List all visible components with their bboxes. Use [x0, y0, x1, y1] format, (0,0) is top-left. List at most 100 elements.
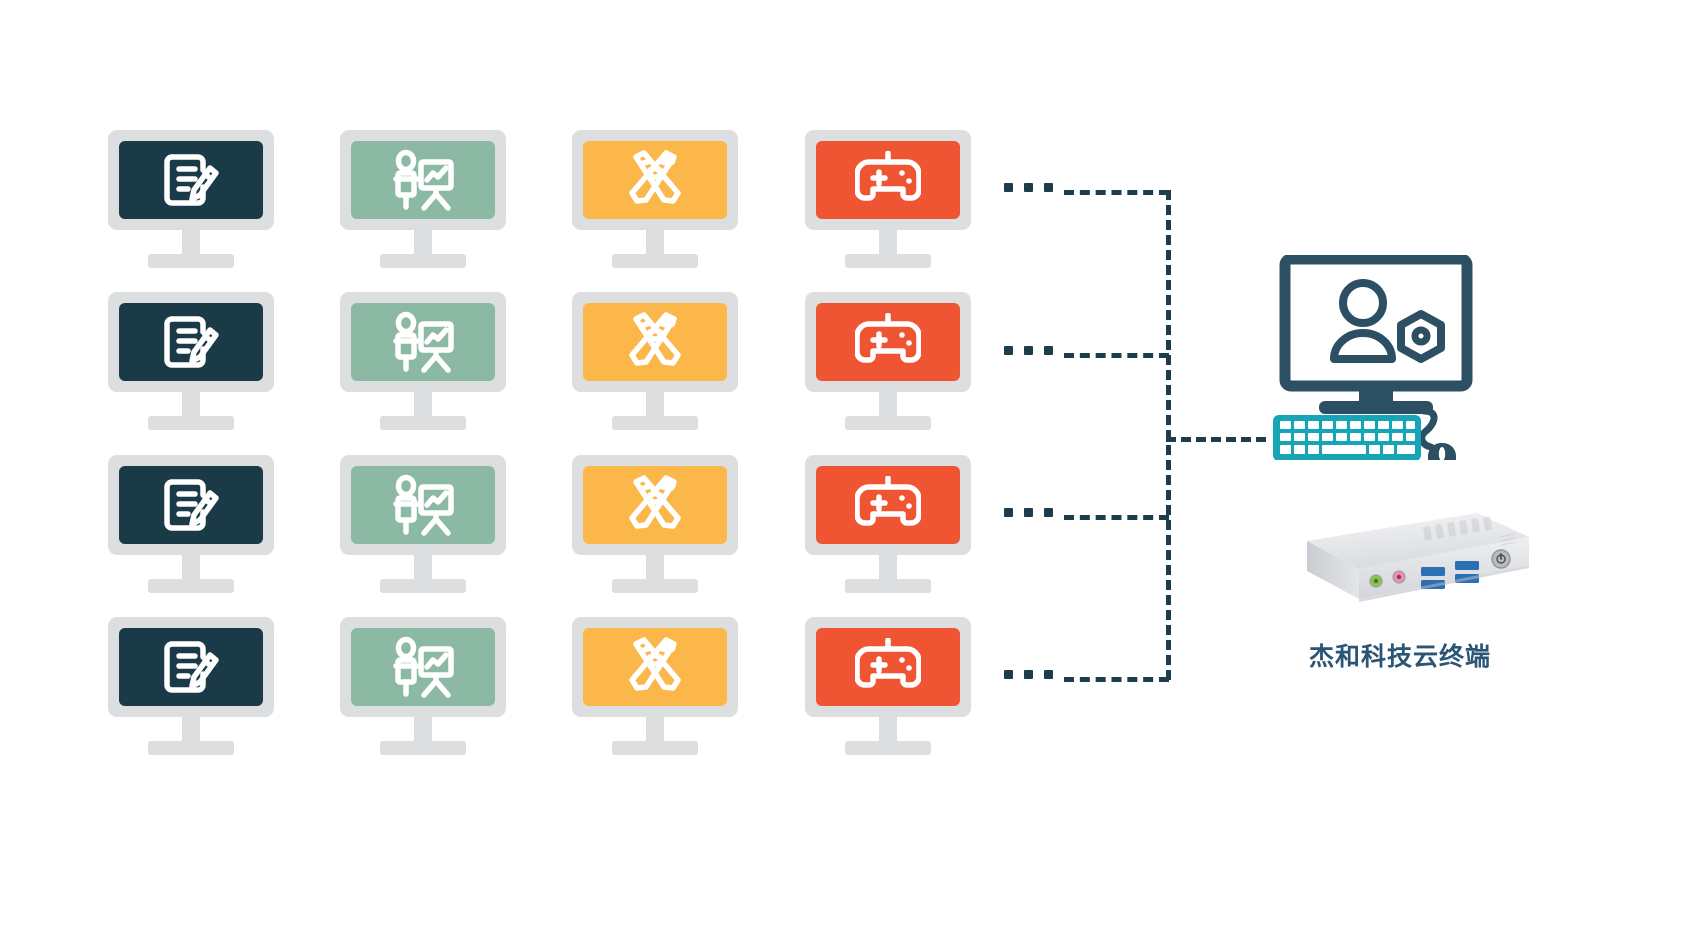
monitor-screen [583, 628, 727, 706]
ruler-pencil-icon [629, 312, 681, 366]
monitor-screen [351, 466, 495, 544]
vent-slits [1498, 533, 1518, 546]
ruler-pencil-icon [629, 150, 681, 204]
monitor-stand-base [612, 416, 698, 430]
cloud-terminal-group: 杰和科技云终端 [1255, 253, 1545, 715]
client-monitor-design[interactable] [572, 617, 750, 757]
presenter-chart-icon [393, 311, 454, 373]
gear-icon [1397, 310, 1445, 363]
client-monitor-presentation[interactable] [340, 292, 518, 432]
client-monitor-gaming[interactable] [805, 130, 983, 270]
client-monitor-document[interactable] [108, 455, 286, 595]
client-monitor-gaming[interactable] [805, 292, 983, 432]
monitor-stand-neck [879, 717, 897, 743]
monitor-stand-base [148, 741, 234, 755]
user-settings-icon [1330, 279, 1396, 363]
client-monitor-design[interactable] [572, 292, 750, 432]
mini-pc-illustration [1307, 513, 1529, 602]
gamepad-icon [855, 638, 921, 688]
gamepad-icon [855, 476, 921, 526]
monitor-screen [583, 466, 727, 544]
usb-port [1421, 567, 1445, 576]
brand-logo-emboss [1423, 516, 1492, 541]
ellipsis-dot [1024, 183, 1033, 192]
document-edit-icon [164, 479, 219, 531]
monitor-stand-base [845, 741, 931, 755]
monitor [572, 130, 738, 268]
admin-workstation-illustration [1273, 253, 1473, 479]
monitor-screen [583, 303, 727, 381]
client-monitor-gaming[interactable] [805, 617, 983, 757]
monitor [805, 617, 971, 755]
connector-row-2 [1064, 353, 1169, 358]
monitor-stand-neck [646, 555, 664, 581]
ellipsis-dot [1004, 670, 1013, 679]
monitor [340, 130, 506, 268]
monitor-stand-base [845, 416, 931, 430]
monitor-stand-neck [646, 717, 664, 743]
monitor-stand-base [612, 579, 698, 593]
monitor-stand-neck [414, 555, 432, 581]
usb-port [1455, 561, 1479, 570]
mini-pc-device [1263, 503, 1533, 623]
presenter-chart-icon [393, 636, 454, 698]
client-monitor-document[interactable] [108, 130, 286, 270]
monitor-stand-base [148, 579, 234, 593]
cloud-terminal-label: 杰和科技云终端 [1308, 642, 1491, 671]
monitor [108, 617, 274, 755]
client-monitor-design[interactable] [572, 130, 750, 270]
monitor [340, 292, 506, 430]
monitor-screen [816, 466, 960, 544]
connector-row-4 [1064, 677, 1169, 682]
row-ellipsis-1 [1004, 183, 1053, 192]
monitor-stand-neck [414, 392, 432, 418]
monitor-screen [351, 141, 495, 219]
document-edit-icon [164, 154, 219, 206]
monitor [108, 455, 274, 593]
monitor [340, 455, 506, 593]
ellipsis-dot [1004, 183, 1013, 192]
connector-trunk-to-server [1166, 437, 1266, 442]
monitor-stand-base [845, 579, 931, 593]
monitor-stand-base [612, 741, 698, 755]
monitor [572, 455, 738, 593]
admin-workstation [1255, 253, 1490, 479]
ruler-pencil-icon [629, 637, 681, 691]
monitor-stand-neck [646, 392, 664, 418]
row-ellipsis-2 [1004, 346, 1053, 355]
client-monitor-design[interactable] [572, 455, 750, 595]
monitor-screen [583, 141, 727, 219]
monitor-stand-neck [182, 555, 200, 581]
ellipsis-dot [1024, 670, 1033, 679]
row-ellipsis-4 [1004, 670, 1053, 679]
monitor-stand-base [380, 741, 466, 755]
monitor [805, 130, 971, 268]
monitor [340, 617, 506, 755]
monitor [572, 292, 738, 430]
gamepad-icon [855, 151, 921, 201]
monitor-stand-base [380, 416, 466, 430]
monitor-stand-neck [879, 555, 897, 581]
monitor-stand-neck [182, 717, 200, 743]
client-monitor-document[interactable] [108, 292, 286, 432]
monitor-screen [119, 466, 263, 544]
monitor [805, 292, 971, 430]
client-monitor-presentation[interactable] [340, 130, 518, 270]
client-monitor-document[interactable] [108, 617, 286, 757]
monitor-stand-base [845, 254, 931, 268]
presenter-chart-icon [393, 149, 454, 211]
ellipsis-dot [1004, 346, 1013, 355]
client-monitor-gaming[interactable] [805, 455, 983, 595]
presenter-chart-icon [393, 474, 454, 536]
monitor [572, 617, 738, 755]
client-monitor-presentation[interactable] [340, 617, 518, 757]
monitor-stand-base [380, 579, 466, 593]
connector-row-1 [1064, 190, 1169, 195]
monitor-stand-neck [414, 717, 432, 743]
client-monitor-presentation[interactable] [340, 455, 518, 595]
monitor-screen [119, 141, 263, 219]
client-monitor-grid [108, 130, 988, 770]
connector-row-3 [1064, 515, 1169, 520]
monitor-screen [351, 628, 495, 706]
